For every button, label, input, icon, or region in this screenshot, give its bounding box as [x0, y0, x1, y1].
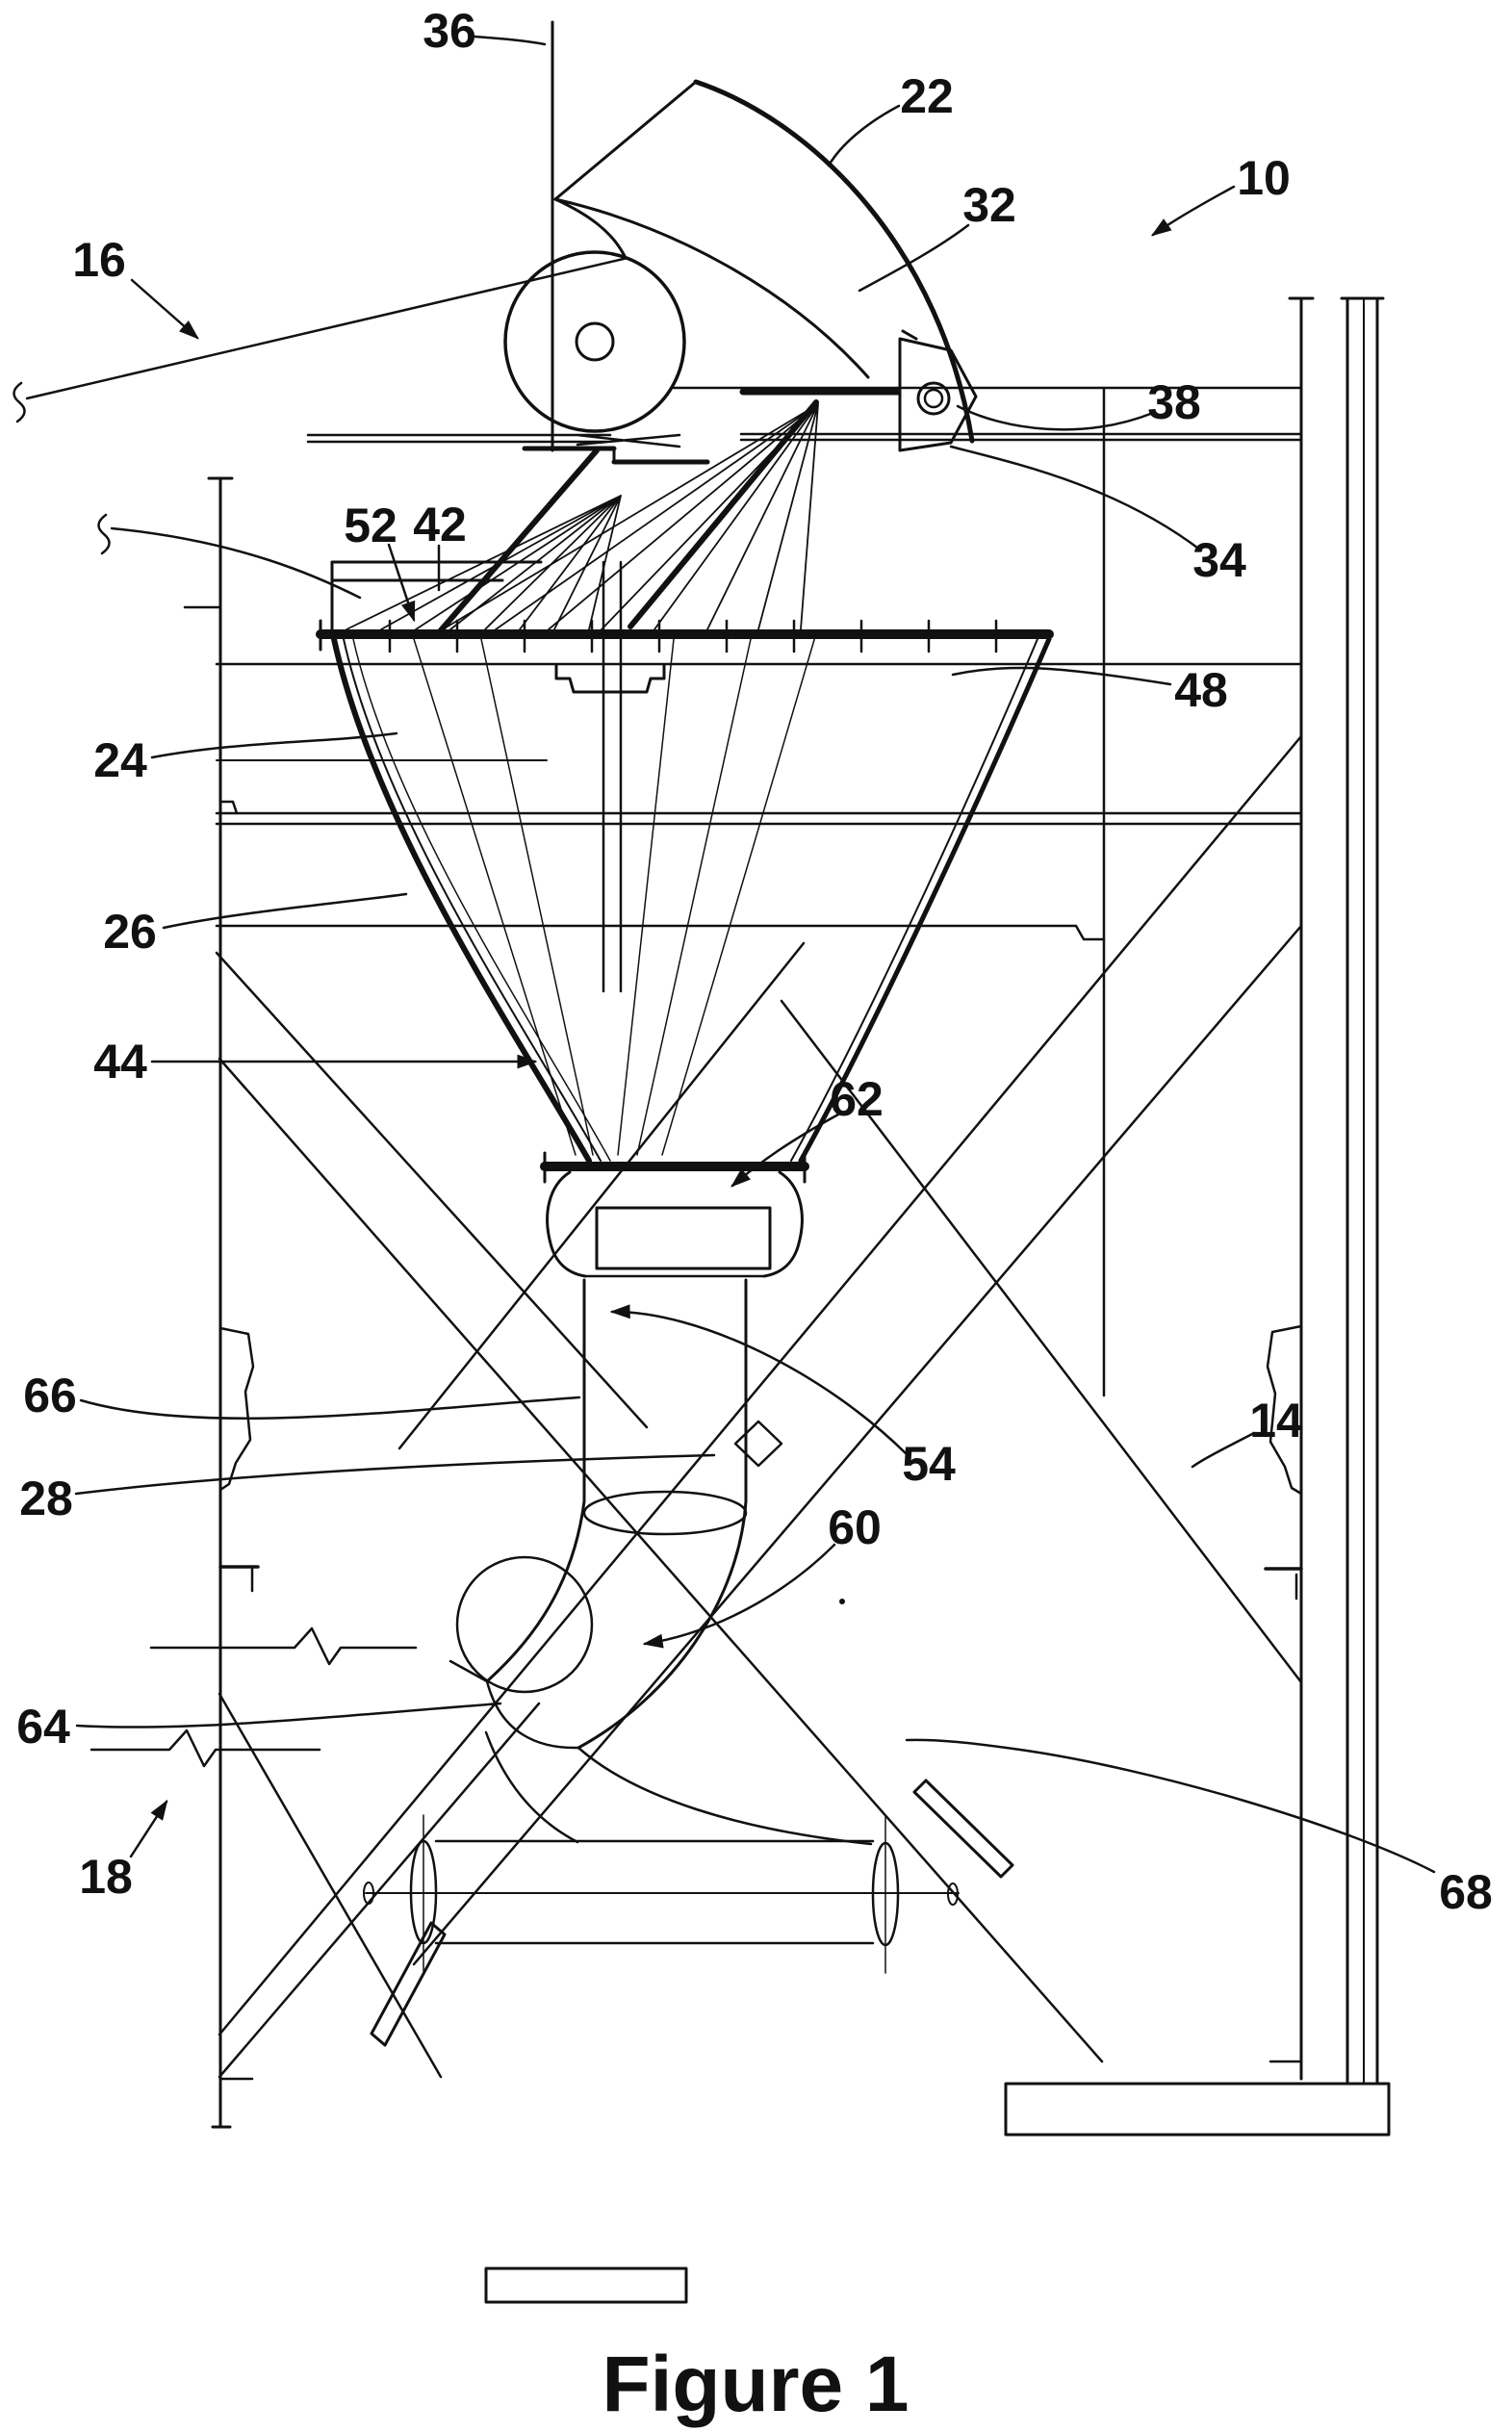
- scan-dot: [839, 1599, 845, 1604]
- leader-34: [949, 445, 1203, 552]
- leader-52: [387, 543, 416, 623]
- leader-18: [129, 1799, 168, 1858]
- leader-64: [75, 1702, 502, 1729]
- cross-braces: [215, 734, 1303, 2079]
- ref-label-16: 16: [72, 233, 126, 287]
- roller-hub: [575, 321, 615, 362]
- elbow-wheel: [455, 1555, 594, 1694]
- junction-diamond: [733, 1420, 783, 1468]
- funnel-threads: [413, 632, 817, 1156]
- ref-label-22: 22: [900, 69, 954, 123]
- ref-label-36: 36: [423, 4, 476, 58]
- ref-label-54: 54: [902, 1437, 956, 1491]
- leader-38: [956, 404, 1155, 431]
- leader-48: [951, 666, 1172, 686]
- stand-post: [1004, 296, 1391, 2137]
- reference-numerals: 10 14 16 18 22 24 26 28 32 34 36 38 42 4…: [16, 4, 1493, 1919]
- frame-clamp-right: [1266, 1324, 1303, 1496]
- drive-roller: [363, 1730, 960, 1974]
- film-break-squiggle: [13, 381, 26, 423]
- film-break-squiggle: [97, 513, 111, 555]
- leader-66: [79, 1396, 581, 1420]
- pivot-mount: [898, 329, 978, 452]
- former-shell: [551, 20, 975, 452]
- leader-62: [730, 1113, 840, 1188]
- ref-label-68: 68: [1439, 1865, 1493, 1919]
- ref-label-32: 32: [962, 178, 1016, 232]
- left-frame-upright: [183, 476, 260, 2129]
- feed-roller: [503, 250, 686, 433]
- forming-funnel: [331, 560, 1052, 1164]
- ref-label-14: 14: [1249, 1394, 1303, 1447]
- ref-label-60: 60: [828, 1500, 882, 1554]
- frame-rails: [215, 386, 1303, 941]
- guide-box: [330, 544, 543, 632]
- leader-32: [858, 223, 970, 293]
- shell-inner-arc: [553, 197, 870, 379]
- leader-16: [130, 278, 199, 340]
- thread-fan-right: [442, 403, 819, 630]
- ref-label-26: 26: [103, 905, 157, 959]
- ref-label-28: 28: [19, 1472, 73, 1525]
- ref-label-10: 10: [1237, 151, 1291, 205]
- table-plate: [316, 619, 1054, 653]
- frame-clamp-left: [218, 1326, 255, 1492]
- figure-caption: Figure 1: [602, 2341, 910, 2428]
- ref-label-38: 38: [1147, 375, 1201, 429]
- leader-14: [1191, 1431, 1256, 1469]
- fill-tube: [602, 560, 623, 993]
- ref-label-34: 34: [1192, 533, 1246, 587]
- chute-slats: [370, 1779, 1014, 2047]
- spreader-bracket: [554, 663, 666, 694]
- leader-26: [162, 892, 408, 930]
- leader-60: [642, 1543, 836, 1649]
- leader-lines: [74, 35, 1436, 1874]
- leader-24: [150, 731, 398, 759]
- ref-label-62: 62: [830, 1072, 884, 1126]
- shell-outer-arc: [693, 79, 975, 444]
- ref-label-44: 44: [93, 1035, 147, 1088]
- stand-base: [1004, 2082, 1391, 2137]
- ref-label-42: 42: [413, 498, 467, 551]
- ref-label-52: 52: [344, 499, 397, 552]
- bag-collar: [540, 1151, 809, 1278]
- right-frame-upright: [1102, 296, 1315, 2081]
- leader-36: [473, 35, 547, 46]
- floor-plate: [484, 2267, 688, 2304]
- leader-22: [827, 104, 901, 167]
- ref-label-48: 48: [1174, 663, 1228, 717]
- leader-68: [905, 1738, 1436, 1874]
- leader-54: [609, 1304, 909, 1456]
- ref-label-66: 66: [23, 1369, 77, 1422]
- discharge-tube: [448, 1278, 748, 1750]
- leader-28: [74, 1453, 716, 1496]
- ref-label-18: 18: [79, 1850, 133, 1904]
- ref-label-64: 64: [16, 1700, 70, 1754]
- film-web: [13, 256, 710, 600]
- leader-10: [1150, 185, 1236, 237]
- web-break-lines: [90, 1626, 418, 1768]
- ref-label-24: 24: [93, 733, 147, 787]
